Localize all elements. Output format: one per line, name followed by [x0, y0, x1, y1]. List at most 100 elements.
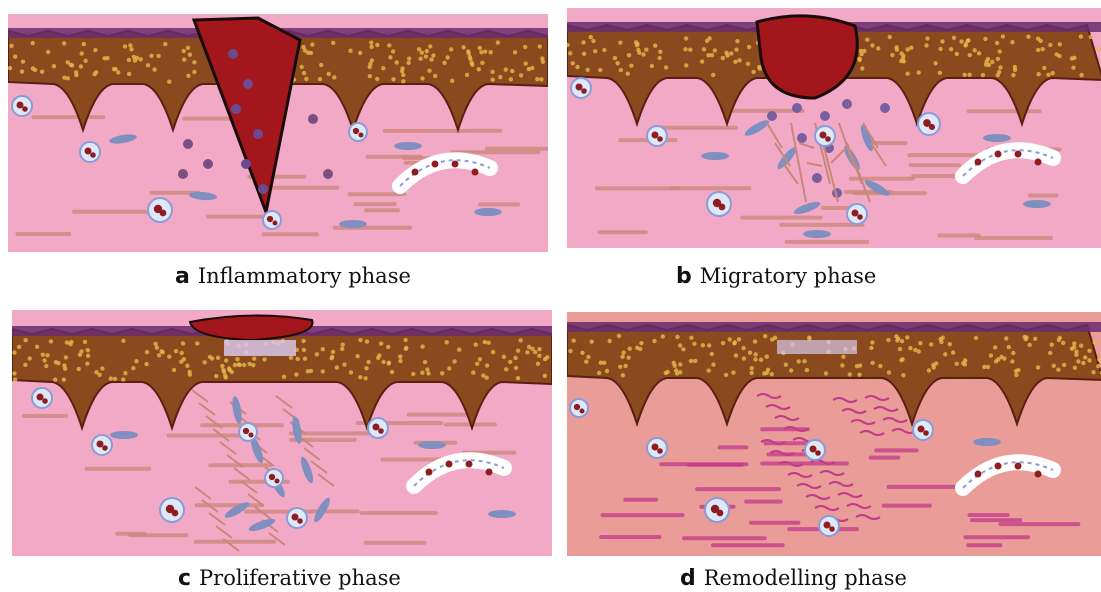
- d-keratinocyte-dot: [927, 368, 931, 372]
- caption-a-label: Inflammatory phase: [198, 264, 411, 288]
- a-keratinocyte-dot: [442, 61, 446, 65]
- a-cell-nucleus: [90, 152, 96, 158]
- b-fibroblast: [1023, 200, 1051, 208]
- b-keratinocyte-dot: [725, 53, 729, 57]
- d-keratinocyte-dot: [824, 371, 828, 375]
- c-collagen-fiber: [115, 532, 146, 536]
- c-cell-nucleus: [378, 428, 384, 434]
- a-keratinocyte-dot: [127, 72, 131, 76]
- c-keratinocyte-dot: [63, 367, 67, 371]
- b-keratinocyte-dot: [683, 47, 687, 51]
- c-keratinocyte-dot: [262, 357, 266, 361]
- b-keratinocyte-dot: [1089, 35, 1093, 39]
- c-keratinocyte-dot: [83, 340, 87, 344]
- d-keratinocyte-dot: [623, 364, 627, 368]
- d-keratinocyte-dot: [635, 346, 639, 350]
- a-keratinocyte-dot: [20, 69, 24, 73]
- d-keratinocyte-dot: [728, 337, 732, 341]
- d-collagen-fiber: [659, 462, 748, 466]
- c-keratinocyte-dot: [77, 367, 81, 371]
- c-cell-nucleus: [297, 518, 303, 524]
- b-keratinocyte-dot: [977, 51, 981, 55]
- d-keratinocyte-dot: [955, 362, 959, 366]
- c-cell-nucleus: [373, 424, 380, 431]
- d-collagen-fiber: [970, 518, 1022, 522]
- c-keratinocyte-dot: [296, 357, 300, 361]
- d-keratinocyte-dot: [1093, 340, 1097, 344]
- c-keratinocyte-dot: [49, 339, 53, 343]
- b-fibroblast: [803, 230, 831, 238]
- a-neutrophil: [178, 169, 188, 179]
- d-keratinocyte-dot: [689, 359, 693, 363]
- b-keratinocyte-dot: [711, 73, 715, 77]
- c-keratinocyte-dot: [208, 355, 212, 359]
- a-keratinocyte-dot: [62, 76, 66, 80]
- a-keratinocyte-dot: [82, 42, 86, 46]
- a-red-blood-cell: [452, 161, 459, 168]
- b-keratinocyte-dot: [967, 73, 971, 77]
- b-keratinocyte-dot: [899, 59, 903, 63]
- a-platelet: [258, 184, 268, 194]
- a-neutrophil: [308, 114, 318, 124]
- d-cell-nucleus: [815, 450, 821, 456]
- c-keratinocyte-dot: [445, 340, 449, 344]
- c-keratinocyte-dot: [537, 347, 541, 351]
- a-keratinocyte-dot: [13, 55, 17, 59]
- b-keratinocyte-dot: [925, 36, 929, 40]
- c-collagen-fiber: [364, 541, 427, 545]
- b-keratinocyte-dot: [1036, 48, 1040, 52]
- d-keratinocyte-dot: [869, 346, 873, 350]
- d-keratinocyte-dot: [1028, 343, 1032, 347]
- b-keratinocyte-dot: [995, 41, 999, 45]
- c-keratinocyte-dot: [45, 353, 49, 357]
- d-collagen-fiber: [718, 445, 749, 449]
- a-cell-nucleus: [85, 148, 92, 155]
- d-keratinocyte-dot: [1014, 373, 1018, 377]
- c-keratinocyte-dot: [180, 351, 184, 355]
- d-keratinocyte-dot: [918, 341, 922, 345]
- a-keratinocyte-dot: [331, 41, 335, 45]
- c-keratinocyte-dot: [121, 377, 125, 381]
- d-keratinocyte-dot: [1004, 336, 1008, 340]
- a-keratinocyte-dot: [504, 67, 508, 71]
- c-collagen-fiber: [85, 467, 152, 471]
- d-keratinocyte-dot: [753, 352, 757, 356]
- b-keratinocyte-dot: [1041, 47, 1045, 51]
- b-collagen-fiber: [597, 230, 648, 234]
- b-keratinocyte-dot: [700, 59, 704, 63]
- a-fibroblast: [474, 208, 502, 216]
- d-keratinocyte-dot: [621, 373, 625, 377]
- d-keratinocyte-dot: [678, 370, 682, 374]
- d-keratinocyte-dot: [750, 366, 754, 370]
- a-keratinocyte-dot: [427, 69, 431, 73]
- a-keratinocyte-dot: [182, 49, 186, 53]
- c-collagen-fiber: [194, 540, 276, 544]
- a-keratinocyte-dot: [302, 71, 306, 75]
- b-keratinocyte-dot: [641, 52, 645, 56]
- a-keratinocyte-dot: [449, 47, 453, 51]
- c-keratinocyte-dot: [513, 356, 517, 360]
- a-collagen-fiber: [383, 129, 466, 133]
- d-keratinocyte-dot: [1024, 337, 1028, 341]
- d-collagen-fiber: [599, 535, 661, 539]
- b-keratinocyte-dot: [1051, 71, 1055, 75]
- b-keratinocyte-dot: [1046, 73, 1050, 77]
- d-keratinocyte-dot: [711, 362, 715, 366]
- a-keratinocyte-dot: [146, 63, 150, 67]
- b-keratinocyte-dot: [938, 71, 942, 75]
- d-red-blood-cell: [995, 463, 1002, 470]
- a-keratinocyte-dot: [431, 53, 435, 57]
- c-keratinocyte-dot: [56, 361, 60, 365]
- b-keratinocyte-dot: [959, 39, 963, 43]
- d-keratinocyte-dot: [898, 347, 902, 351]
- c-keratinocyte-dot: [321, 369, 325, 373]
- c-cell-nucleus: [292, 514, 299, 521]
- b-keratinocyte-dot: [1079, 73, 1083, 77]
- a-collagen-fiber: [465, 129, 503, 133]
- d-keratinocyte-dot: [934, 361, 938, 365]
- b-keratinocyte-dot: [615, 61, 619, 65]
- d-keratinocyte-dot: [608, 339, 612, 343]
- c-keratinocyte-dot: [349, 370, 353, 374]
- b-collagen-fiber: [595, 186, 680, 190]
- b-cell-nucleus: [857, 214, 863, 220]
